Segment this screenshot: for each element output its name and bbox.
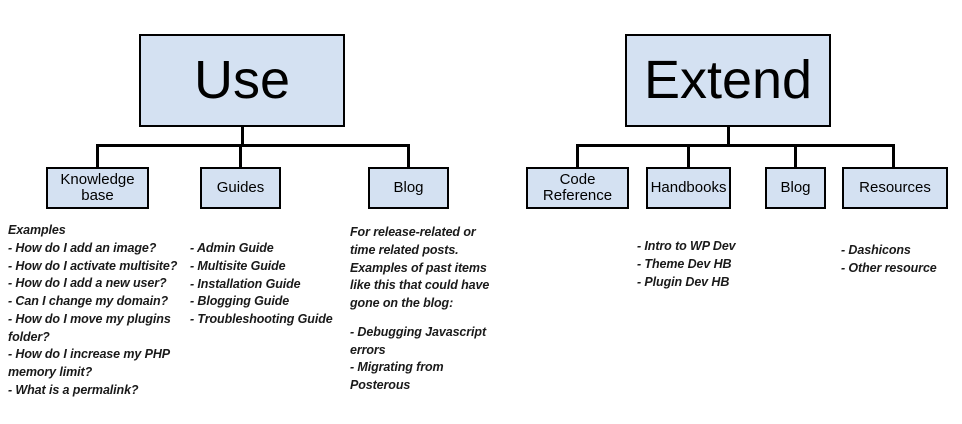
notes-item: - Intro to WP Dev [637,239,736,253]
notes-item: - Multisite Guide [190,258,286,273]
notes-item: - Theme Dev HB [637,256,732,271]
notes-item: - What is a permalink? [8,382,139,397]
connector-use-bar [96,144,410,147]
notes-item: - Admin Guide [190,241,274,255]
notes-item: - Installation Guide [190,276,301,291]
notes-item: - Migrating from Posterous [350,360,444,392]
notes-item: - How do I add a new user? [8,276,167,291]
notes-heading: Examples [8,223,66,237]
node-use[interactable]: Use [139,34,345,127]
notes-item: - Other resource [841,260,937,275]
connector-extend-to-handbooks [687,144,690,169]
notes-item: - How do I add an image? [8,240,157,255]
connector-extend-to-resources [892,144,895,169]
connector-use-to-knowledge-base [96,144,99,169]
notes-item: - Debugging Javascript errors [350,324,487,357]
node-extend[interactable]: Extend [625,34,831,127]
notes-guides: - Admin Guide - Multisite Guide - Installa… [190,240,350,329]
node-knowledge-base[interactable]: Knowledge base [46,167,149,209]
notes-item: - Troubleshooting Guide [190,312,333,326]
notes-heading: For release-related or time related post… [350,225,490,310]
connector-extend-bar [576,144,895,147]
connector-extend-to-code-reference [576,144,579,169]
notes-item: - How do I activate multisite? [8,258,178,273]
notes-spacer [350,313,500,324]
notes-item: - Dashicons [841,243,911,257]
notes-blog-use: For release-related or time related post… [350,224,500,395]
connector-use-to-blog [407,144,410,169]
notes-resources: - Dashicons - Other resource [841,242,962,278]
notes-knowledge-base: Examples - How do I add an image? - How do… [8,222,188,400]
node-blog-use[interactable]: Blog [368,167,449,209]
notes-item: - How do I move my plugins folder? [8,311,171,344]
node-resources[interactable]: Resources [842,167,948,209]
node-guides[interactable]: Guides [200,167,281,209]
connector-extend-to-blog [794,144,797,169]
connector-extend-stem [727,127,730,146]
node-handbooks[interactable]: Handbooks [646,167,731,209]
notes-item: - Blogging Guide [190,294,290,309]
notes-item: - How do I increase my PHP memory limit? [8,347,170,379]
notes-handbooks: - Intro to WP Dev - Theme Dev HB - Plugin … [637,238,807,291]
node-code-reference[interactable]: Code Reference [526,167,629,209]
node-blog-extend[interactable]: Blog [765,167,826,209]
notes-item: - Can I change my domain? [8,294,169,308]
connector-use-stem [241,127,244,146]
connector-use-to-guides [239,144,242,169]
notes-item: - Plugin Dev HB [637,274,730,289]
